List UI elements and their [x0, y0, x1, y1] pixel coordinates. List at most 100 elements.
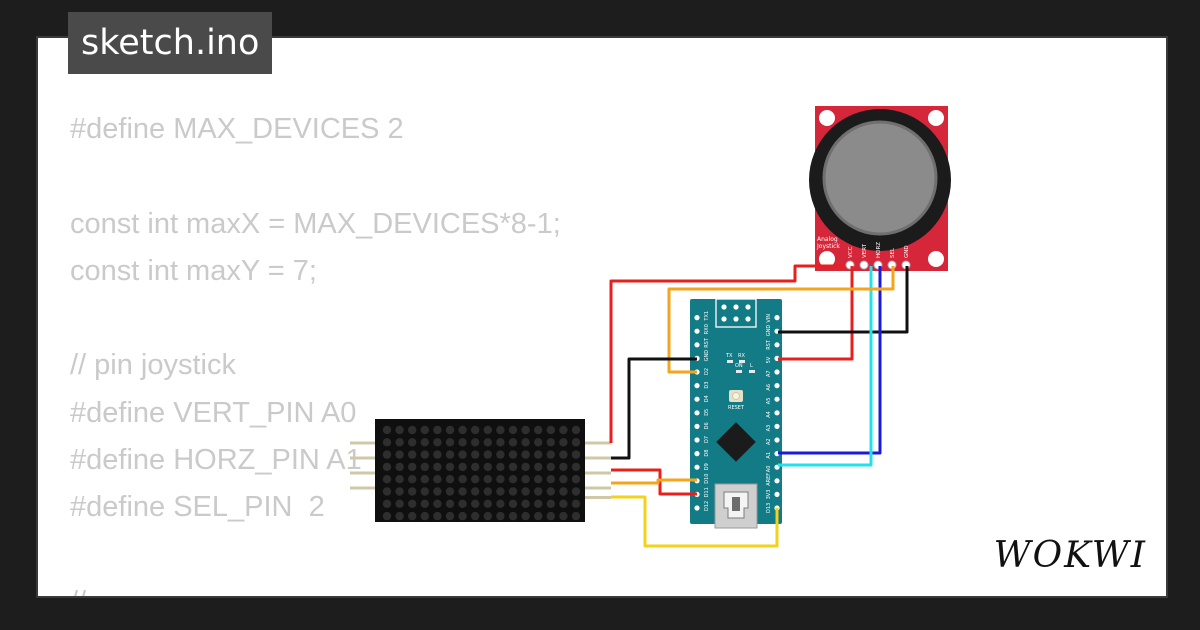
matrix-led [559, 511, 568, 521]
nano-pin[interactable] [694, 410, 700, 416]
nano-pin-label: D4 [704, 395, 710, 402]
matrix-led [445, 450, 455, 459]
matrix-led [408, 438, 417, 447]
nano-pin[interactable] [774, 396, 780, 402]
matrix-led [471, 511, 480, 521]
wire-matrix-gnd[interactable] [611, 357, 697, 460]
matrix-led [458, 438, 467, 447]
matrix-led [445, 499, 455, 508]
nano-pin[interactable] [774, 423, 780, 429]
matrix-pin [585, 496, 611, 499]
matrix-led [571, 462, 581, 472]
nano-pin-label: D12 [704, 501, 710, 511]
reset-label: RESET [728, 405, 745, 411]
matrix-led [458, 425, 467, 435]
matrix-led [420, 487, 429, 496]
nano-pin[interactable] [694, 328, 700, 334]
matrix-led [458, 462, 467, 472]
nano-pin[interactable] [774, 478, 780, 484]
matrix-led [483, 438, 492, 447]
joystick-pin[interactable] [859, 260, 869, 270]
nano-pin[interactable] [694, 451, 700, 457]
matrix-led [496, 450, 505, 459]
matrix-led [382, 487, 392, 496]
reset-button[interactable]: RESET [728, 390, 745, 411]
nano-pin-label: D11 [704, 487, 710, 497]
wire-vert-a0[interactable] [778, 266, 882, 455]
preview-card: #define MAX_DEVICES 2 const int maxX = MA… [36, 36, 1168, 598]
matrix-led [521, 511, 530, 521]
wire-matrix-cs[interactable] [611, 478, 697, 485]
nano-pin-label: A0 [766, 466, 772, 473]
matrix-led [559, 499, 568, 508]
nano-pin[interactable] [694, 383, 700, 389]
nano-pin[interactable] [694, 396, 700, 402]
code-line: #define VERT_PIN A0 [70, 396, 357, 429]
joystick-label-2: Joystick [816, 243, 840, 250]
wire-matrix-clk[interactable] [611, 495, 779, 548]
wire-horz-a1[interactable] [778, 266, 873, 467]
matrix-led [395, 438, 404, 447]
matrix-led [382, 462, 392, 472]
joystick-knob[interactable] [822, 120, 938, 236]
matrix-led [521, 487, 530, 496]
nano-pin[interactable] [694, 437, 700, 443]
nano-pin-label: RST [704, 337, 710, 348]
matrix-pin [350, 471, 376, 475]
code-line: #define MAX_DEVICES 2 [70, 113, 404, 145]
matrix-led [395, 450, 404, 459]
code-editor[interactable]: #define MAX_DEVICES 2 const int maxX = MA… [70, 106, 561, 596]
usb-port[interactable] [714, 483, 758, 529]
led-matrix[interactable] [350, 419, 611, 522]
matrix-led [496, 462, 505, 472]
matrix-led [420, 450, 429, 459]
code-line: // pin joystick [70, 349, 236, 382]
code-line: #define SEL_PIN 2 [70, 491, 325, 524]
matrix-led [382, 450, 392, 459]
matrix-led [433, 462, 442, 472]
matrix-led [571, 499, 581, 508]
matrix-led [458, 487, 467, 496]
nano-pin-label: A7 [766, 370, 772, 377]
wire-matrix-vcc[interactable] [609, 264, 845, 443]
matrix-led [534, 475, 543, 484]
matrix-led [546, 475, 555, 484]
matrix-led [433, 511, 442, 521]
code-line: const int maxX = MAX_DEVICES*8-1; [70, 207, 561, 240]
nano-pin[interactable] [774, 437, 780, 443]
nano-pin[interactable] [694, 505, 700, 511]
nano-pin[interactable] [774, 410, 780, 416]
matrix-led [471, 499, 480, 508]
file-tab[interactable]: sketch.ino [68, 12, 273, 74]
matrix-led [445, 462, 455, 472]
nano-pin[interactable] [774, 315, 780, 321]
matrix-led [433, 425, 442, 435]
nano-pin-label: A2 [766, 438, 772, 445]
nano-pin[interactable] [774, 369, 780, 375]
nano-pin[interactable] [774, 383, 780, 389]
nano-pin[interactable] [694, 315, 700, 321]
wokwi-logo: WOKWI [994, 535, 1147, 576]
wire-gnd-gnd[interactable] [778, 266, 909, 334]
matrix-dots [382, 425, 581, 521]
wire-matrix-din[interactable] [611, 468, 697, 496]
nano-pin[interactable] [694, 342, 700, 348]
matrix-led [420, 425, 429, 435]
nano-pin[interactable] [774, 342, 780, 348]
matrix-led [571, 425, 581, 435]
wire-vcc-5v[interactable] [778, 266, 854, 361]
nano-pin[interactable] [694, 464, 700, 470]
nano-pin[interactable] [774, 491, 780, 497]
nano-pin-label: A5 [766, 398, 772, 405]
nano-pin-label: D6 [704, 422, 710, 429]
nano-pin[interactable] [694, 423, 700, 429]
wire-sel-d2[interactable] [667, 266, 895, 374]
matrix-led [571, 487, 581, 496]
nano-pin-label: A4 [766, 411, 772, 418]
matrix-led [521, 499, 530, 508]
matrix-pin [585, 471, 611, 475]
matrix-led [382, 425, 392, 435]
